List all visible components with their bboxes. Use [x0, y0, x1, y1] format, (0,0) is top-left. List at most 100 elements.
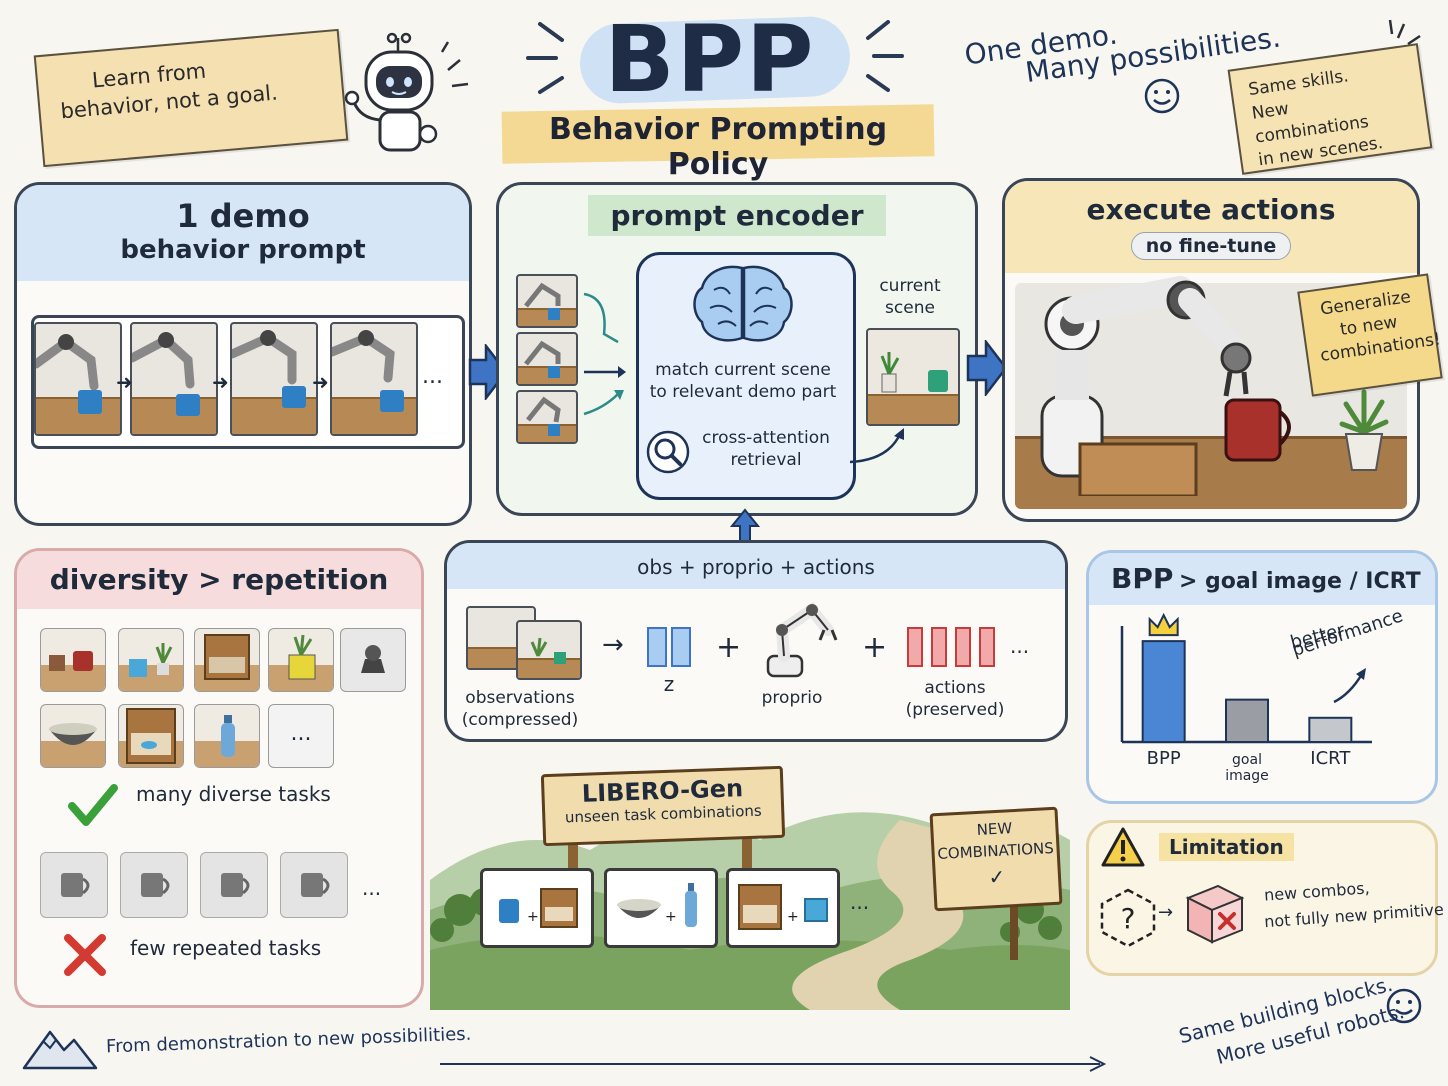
limitation-title: Limitation — [1159, 833, 1294, 861]
libero-cards-ellipsis: ... — [850, 890, 870, 914]
crown-icon — [1148, 612, 1179, 637]
diverse-task-bowl — [40, 704, 106, 768]
encoder-header: prompt encoder — [499, 185, 975, 241]
proprio-label: proprio — [761, 688, 823, 708]
z-label: z — [663, 672, 675, 696]
right-sticky-note: Same skills. New combinations in new sce… — [1227, 43, 1433, 175]
repeated-task-2 — [120, 852, 188, 918]
z-latent-icon — [647, 627, 691, 667]
bar-3 — [1308, 716, 1353, 744]
diverse-ellipsis: ... — [290, 721, 312, 746]
diversity-header: diversity > repetition — [17, 551, 421, 609]
diversity-panel: diversity > repetition — [14, 548, 424, 1008]
new-combo-sign: NEW COMBINATIONS ✓ — [929, 806, 1063, 912]
left-sticky-note: Learn from behavior, not a goal. — [33, 28, 349, 168]
libero-card-mug-drawer: + — [480, 868, 594, 948]
limitation-header: Limitation — [1089, 823, 1435, 873]
encoder-demo-thumb-2 — [516, 332, 578, 386]
bpp-logo: BPP — [604, 6, 816, 113]
robot-mascot-icon — [344, 32, 469, 152]
demo-subtitle: behavior prompt — [120, 235, 366, 265]
demo-panel-header: 1 demo behavior prompt — [17, 185, 469, 281]
compare-header: BPP > goal image / ICRT — [1089, 553, 1435, 605]
footer-left-text: From demonstration to new possibilities. — [105, 1023, 472, 1058]
subtitle-text: Behavior Prompting Policy — [548, 112, 888, 182]
diversity-title: diversity > repetition — [49, 563, 389, 596]
frame-arrow-3: ➜ — [312, 370, 329, 394]
obs-header: obs + proprio + actions — [447, 543, 1065, 589]
retrieval-text-2: retrieval — [730, 450, 802, 470]
logo-spark-lines-icon — [526, 20, 904, 94]
match-text-1: match current scene — [655, 360, 831, 380]
actions-sequence-icon — [907, 627, 995, 667]
repeated-task-1 — [40, 852, 108, 918]
repeated-task-3 — [200, 852, 268, 918]
plus-1: + — [716, 630, 742, 665]
card1-plus: + — [527, 909, 539, 925]
footer-smiley-icon — [1386, 988, 1422, 1024]
generalize-note: Generalize to new combinations! — [1297, 273, 1443, 397]
encoder-title: prompt encoder — [588, 195, 886, 236]
mountain-icon — [22, 1030, 98, 1070]
obs-panel: obs + proprio + actions — [444, 540, 1068, 742]
proprio-robot-icon — [766, 601, 838, 678]
bar-label-2-2: image — [1225, 768, 1269, 784]
current-scene-label-1: current — [879, 276, 941, 296]
bar-1 — [1141, 640, 1186, 744]
filmstrip-ellipsis: ... — [422, 364, 443, 389]
diverse-task-drawer — [194, 628, 260, 692]
card2-plus: + — [665, 909, 677, 925]
demo-frame-3 — [230, 322, 318, 436]
limitation-arrow: → — [1158, 902, 1174, 923]
diverse-task-more: ... — [268, 704, 334, 768]
no-finetune-pill: no fine-tune — [1130, 232, 1292, 260]
robot-arm-icon — [1040, 276, 1291, 496]
actions-label-2: (preserved) — [905, 700, 1005, 720]
many-diverse-label: many diverse tasks — [136, 782, 331, 806]
brain-icon — [693, 265, 793, 342]
repeated-ellipsis: ... — [362, 876, 382, 900]
limitation-panel: Limitation — [1086, 820, 1438, 976]
current-scene-label-2: scene — [885, 298, 935, 318]
obs-label-2: (compressed) — [461, 710, 579, 730]
footer-timeline-arrow-icon — [440, 1056, 1107, 1072]
obs-arrow: → — [602, 630, 624, 660]
current-scene-image — [866, 328, 960, 426]
libero-sign-post-left — [568, 832, 578, 872]
demo-frame-4 — [330, 322, 418, 436]
obs-header-text: obs + proprio + actions — [637, 555, 875, 579]
encoder-input-arrows-icon — [583, 292, 626, 416]
card3-plus: + — [787, 909, 799, 925]
obs-label-1: observations — [465, 688, 575, 708]
bar-label-3: ICRT — [1310, 748, 1351, 769]
diverse-task-yellow-cube — [268, 628, 334, 692]
compare-title-bpp: BPP — [1111, 562, 1174, 595]
diverse-task-cube-plant — [118, 628, 184, 692]
repeated-task-4 — [280, 852, 348, 918]
plant-pot-icon — [1339, 389, 1389, 471]
svg-text:?: ? — [1121, 902, 1136, 935]
smiley-icon — [1144, 78, 1180, 114]
retrieval-text-1: cross-attention — [702, 428, 830, 448]
libero-card-bowl-bottle: + — [604, 868, 718, 948]
execute-header: execute actions no fine-tune — [1005, 181, 1417, 273]
few-repeated-label: few repeated tasks — [130, 936, 322, 960]
plus-2: + — [862, 630, 888, 665]
demo-frame-1 — [34, 322, 122, 436]
checkmark-icon — [68, 784, 118, 826]
performance-arrow-icon — [1333, 668, 1366, 704]
actions-ellipsis: ... — [1010, 634, 1030, 658]
search-icon — [646, 430, 690, 474]
blocked-cube-icon — [1185, 884, 1245, 944]
unknown-primitive-icon: ? — [1100, 888, 1156, 948]
warning-icon — [1101, 827, 1145, 867]
diverse-task-stove — [340, 628, 406, 692]
frame-arrow-2: ➜ — [212, 370, 229, 394]
note-spark-icon — [1388, 19, 1421, 46]
encoder-demo-thumb-1 — [516, 274, 578, 328]
bar-label-2-1: goal — [1232, 752, 1262, 768]
encoder-demo-thumb-3 — [516, 390, 578, 444]
obs-frame-front — [516, 620, 582, 680]
diverse-task-mugs — [40, 628, 106, 692]
